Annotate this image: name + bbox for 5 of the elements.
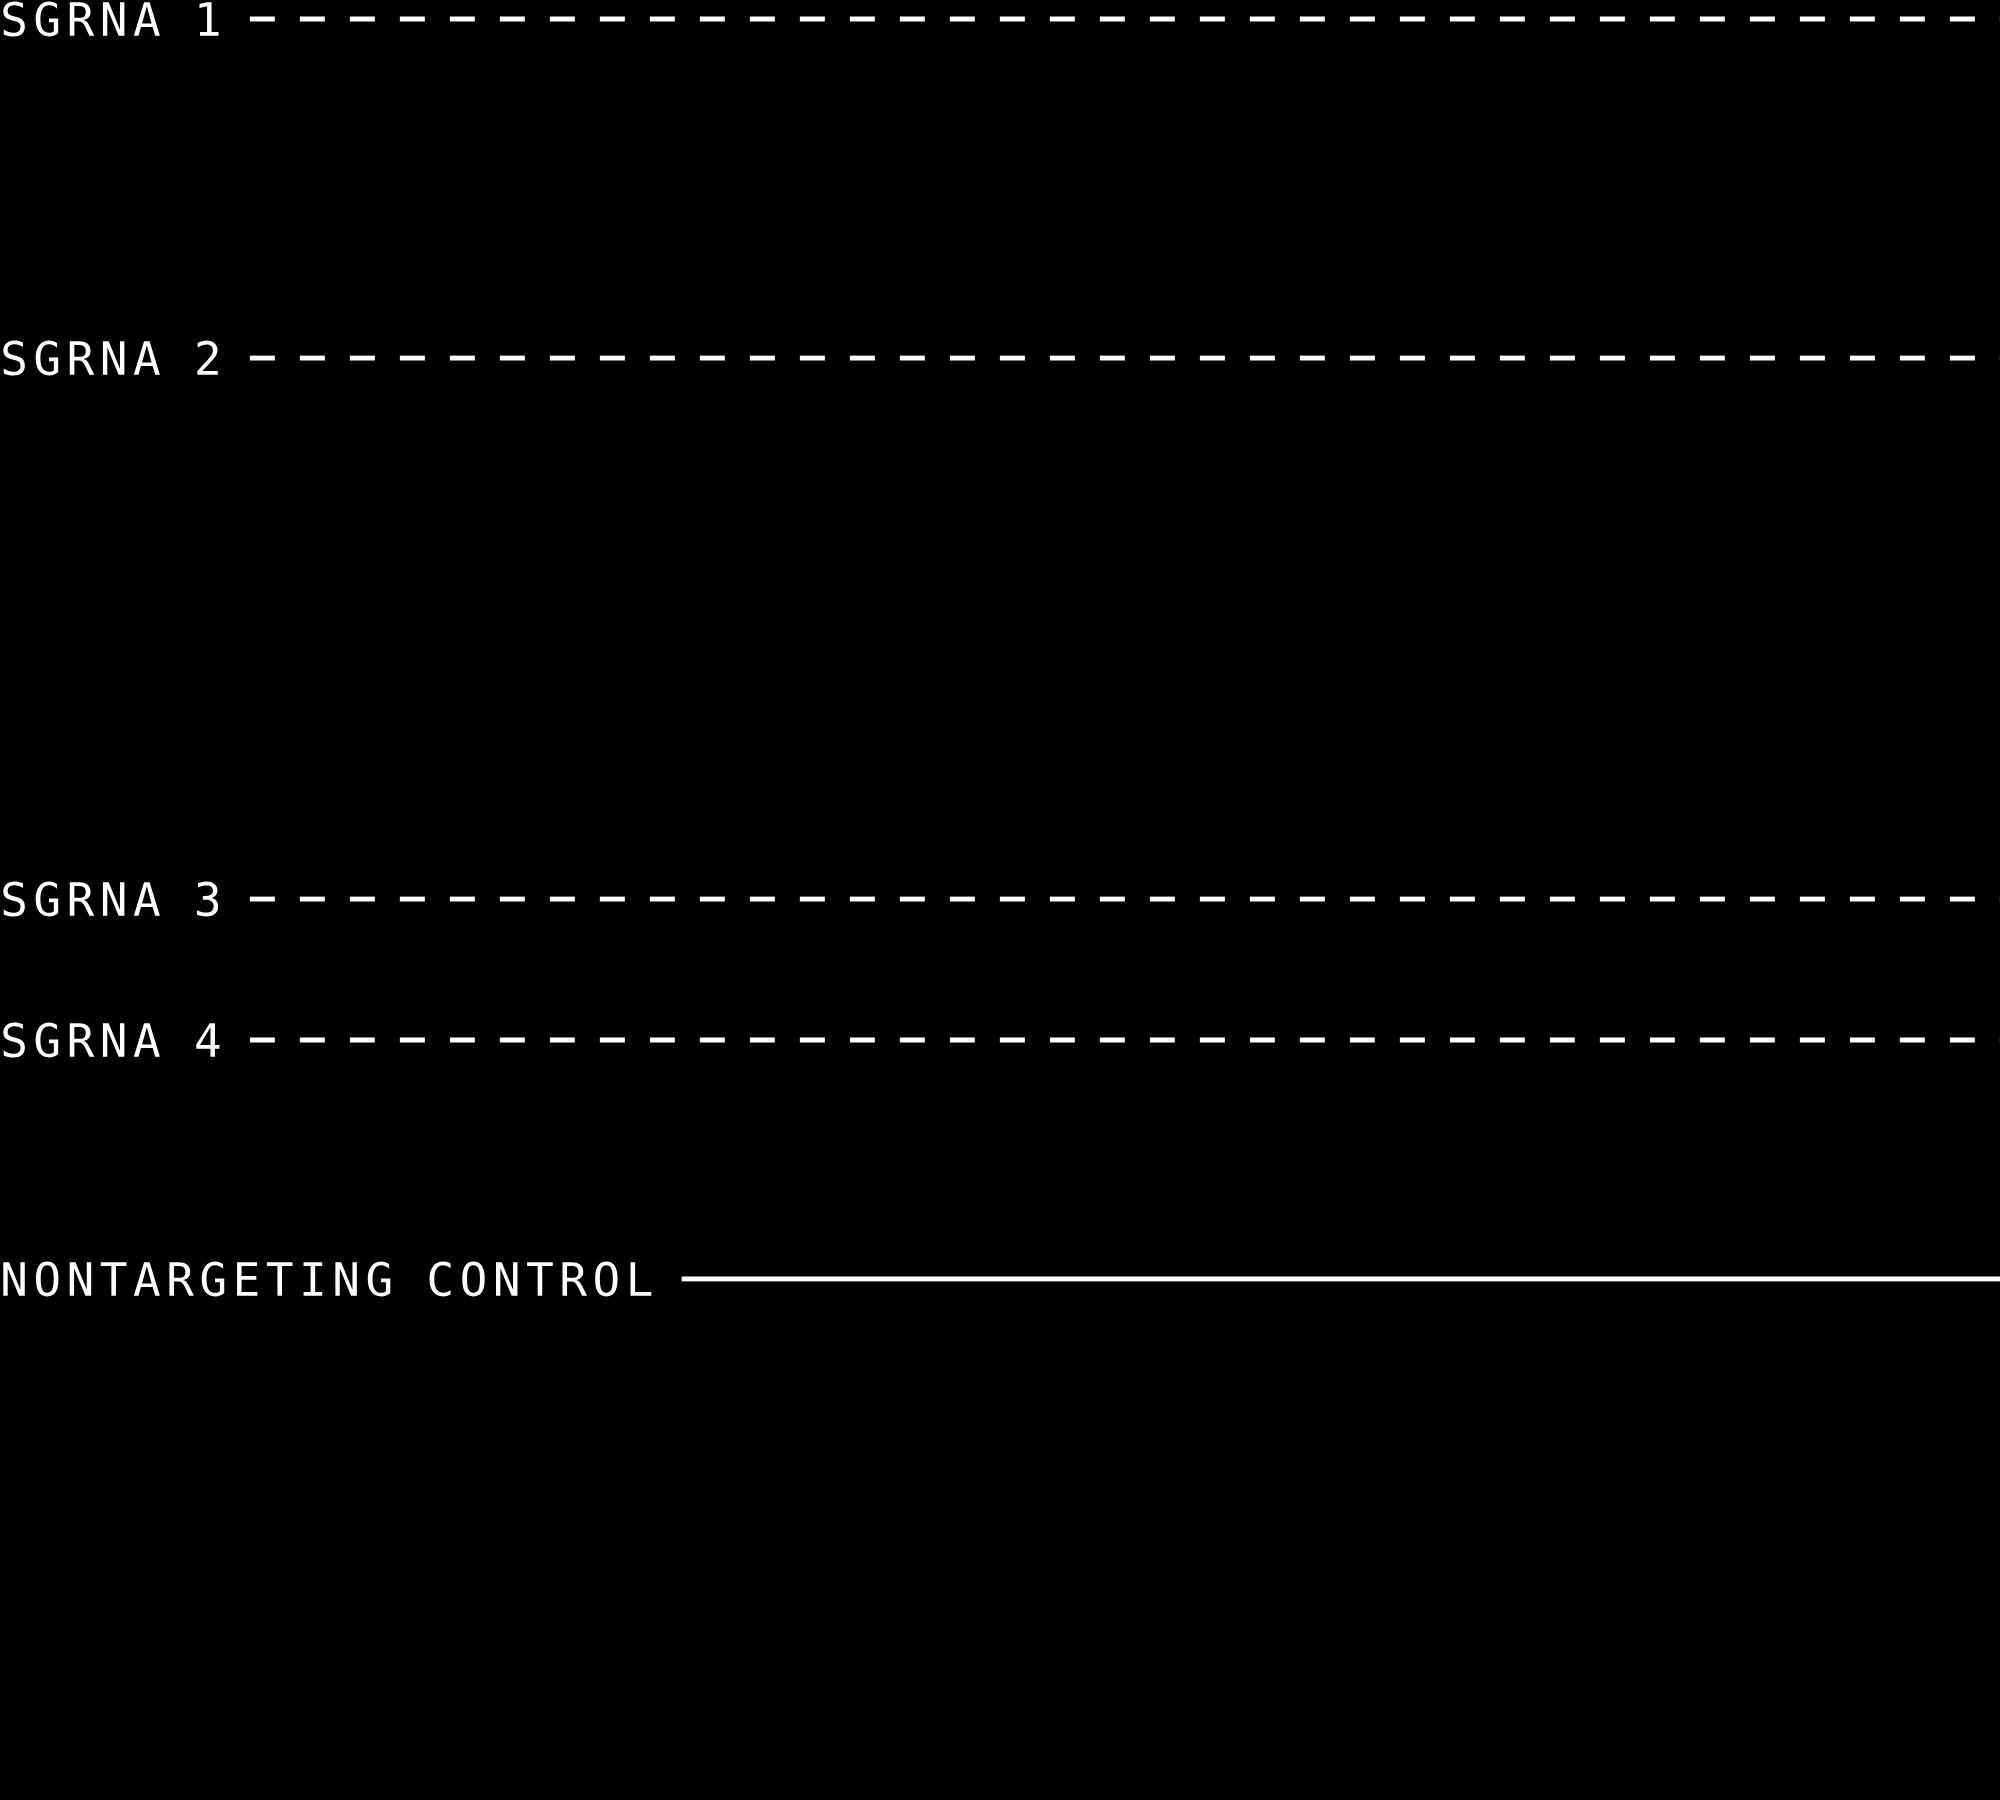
- legend-label: SGRNA 2: [3, 340, 218, 376]
- legend-label: NONTARGETING CONTROL: [3, 1261, 652, 1297]
- legend-label: SGRNA 3: [3, 881, 219, 917]
- legend-label: SGRNA 1: [3, 1, 219, 37]
- legend-label: SGRNA 4: [3, 1022, 220, 1058]
